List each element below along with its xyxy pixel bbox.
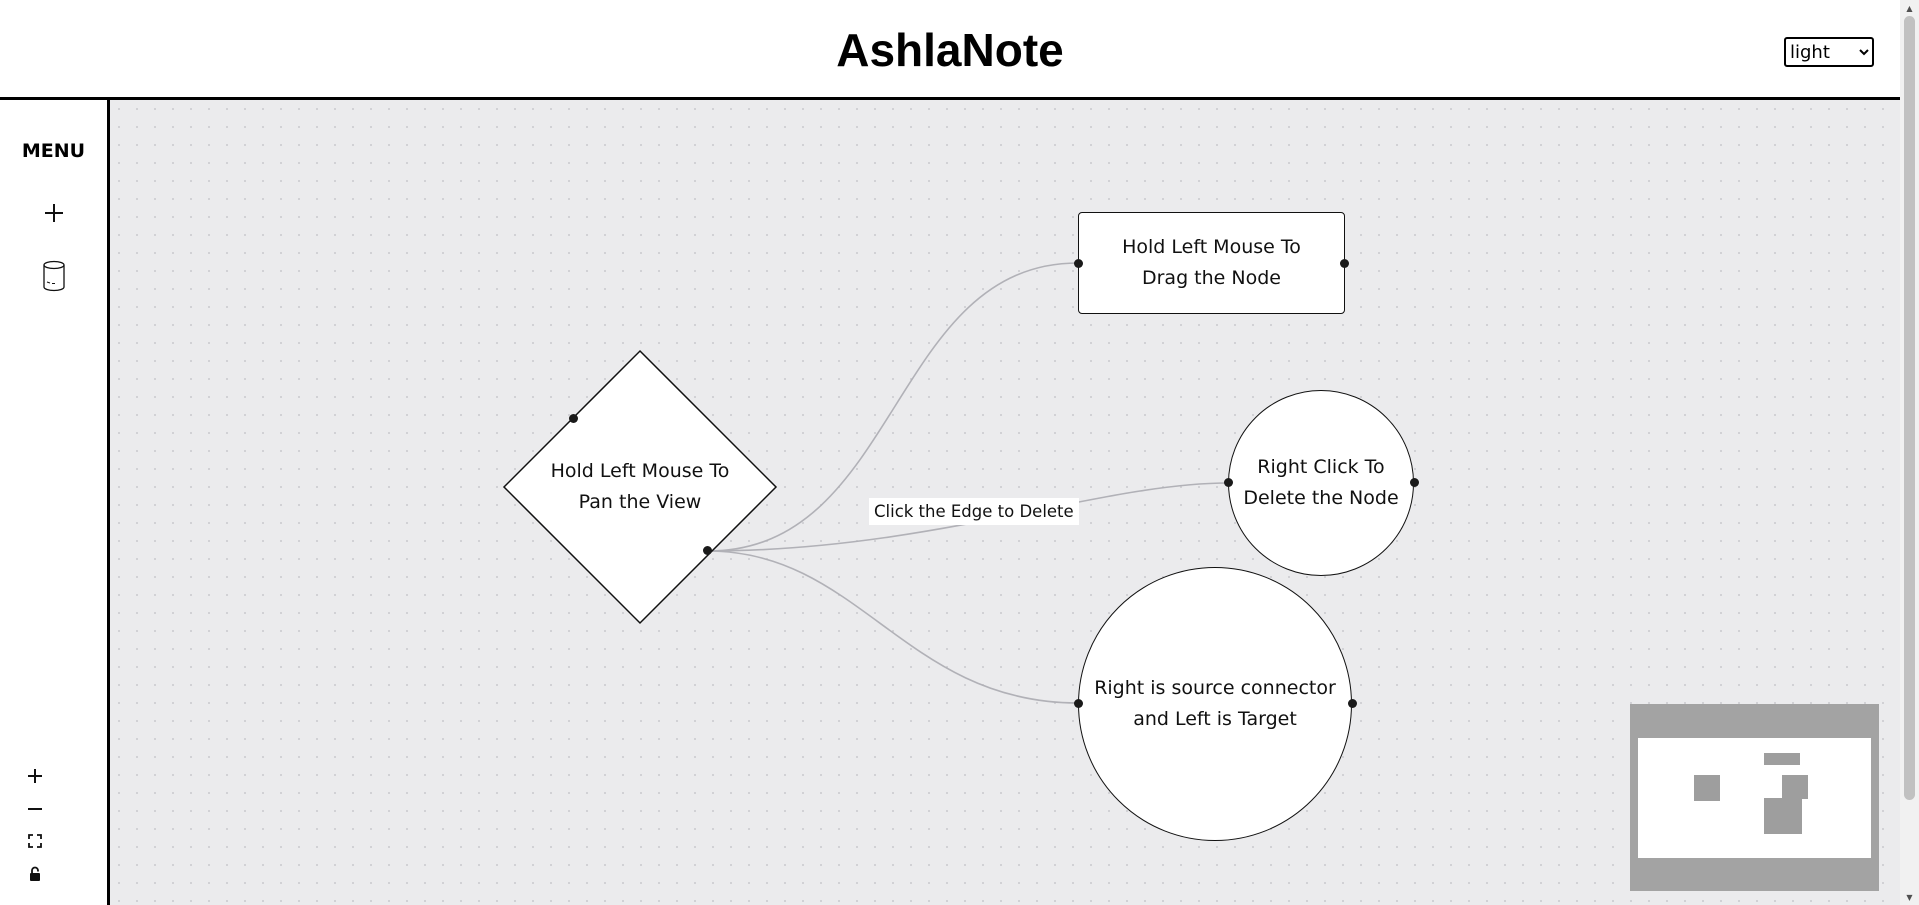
edge-to-source-node[interactable] <box>707 550 1079 704</box>
sidebar: MENU <box>0 100 110 905</box>
minimap-node <box>1782 775 1808 799</box>
source-handle[interactable] <box>1340 259 1349 268</box>
minimap-node <box>1694 775 1720 801</box>
zoom-in-button[interactable] <box>20 762 50 790</box>
minimap[interactable] <box>1630 704 1879 891</box>
node-pan-view-text: Hold Left Mouse To Pan the View <box>551 456 730 518</box>
scroll-down-icon[interactable]: ▼ <box>1906 892 1913 902</box>
minimap-node <box>1764 798 1802 834</box>
fit-view-button[interactable] <box>20 827 50 855</box>
node-line: Hold Left Mouse To <box>550 460 730 482</box>
target-handle[interactable] <box>1074 699 1083 708</box>
node-source-target-text: Right is source connector and Left is Ta… <box>1094 673 1336 735</box>
node-line: Drag the Node <box>1141 267 1281 289</box>
zoom-out-icon <box>28 808 42 810</box>
target-handle[interactable] <box>1074 259 1083 268</box>
menu-label: MENU <box>21 140 86 162</box>
zoom-out-button[interactable] <box>20 795 50 823</box>
zoom-in-icon <box>28 769 42 783</box>
minimap-node <box>1764 753 1800 765</box>
theme-select[interactable]: light <box>1784 37 1874 67</box>
lock-icon <box>30 866 40 881</box>
node-line: Delete the Node <box>1243 487 1399 509</box>
add-node-button[interactable] <box>34 193 74 233</box>
node-pan-view[interactable]: Hold Left Mouse To Pan the View <box>534 447 746 527</box>
source-handle[interactable] <box>1348 699 1357 708</box>
node-delete[interactable]: Right Click To Delete the Node <box>1228 390 1414 576</box>
database-icon <box>43 260 65 292</box>
node-drag[interactable]: Hold Left Mouse To Drag the Node <box>1078 212 1345 314</box>
flow-canvas[interactable]: Hold Left Mouse To Pan the View Hold Lef… <box>110 100 1900 905</box>
app-header: AshlaNote light <box>0 0 1900 100</box>
edge-to-drag-node[interactable] <box>707 262 1079 552</box>
target-handle[interactable] <box>569 414 578 423</box>
edge-label[interactable]: Click the Edge to Delete <box>869 498 1079 525</box>
scroll-up-icon[interactable]: ▲ <box>1906 3 1913 13</box>
node-drag-text: Hold Left Mouse To Drag the Node <box>1122 232 1301 294</box>
node-line: Right is source connector <box>1094 677 1336 699</box>
scroll-thumb[interactable] <box>1904 16 1915 800</box>
vertical-scrollbar[interactable]: ▲ ▼ <box>1900 0 1919 905</box>
database-button[interactable] <box>34 256 74 296</box>
minimap-viewport <box>1638 738 1871 858</box>
node-line: Hold Left Mouse To <box>1122 236 1301 258</box>
lock-button[interactable] <box>20 860 50 888</box>
node-delete-text: Right Click To Delete the Node <box>1243 452 1398 514</box>
plus-icon <box>45 204 63 222</box>
source-handle[interactable] <box>1410 478 1419 487</box>
node-source-target[interactable]: Right is source connector and Left is Ta… <box>1078 567 1352 841</box>
node-line: Pan the View <box>578 491 702 513</box>
app-title: AshlaNote <box>836 24 1064 76</box>
node-line: Right Click To <box>1257 456 1385 478</box>
source-handle[interactable] <box>703 546 712 555</box>
fit-view-icon <box>28 834 42 848</box>
node-line: and Left is Target <box>1133 708 1297 730</box>
target-handle[interactable] <box>1224 478 1233 487</box>
